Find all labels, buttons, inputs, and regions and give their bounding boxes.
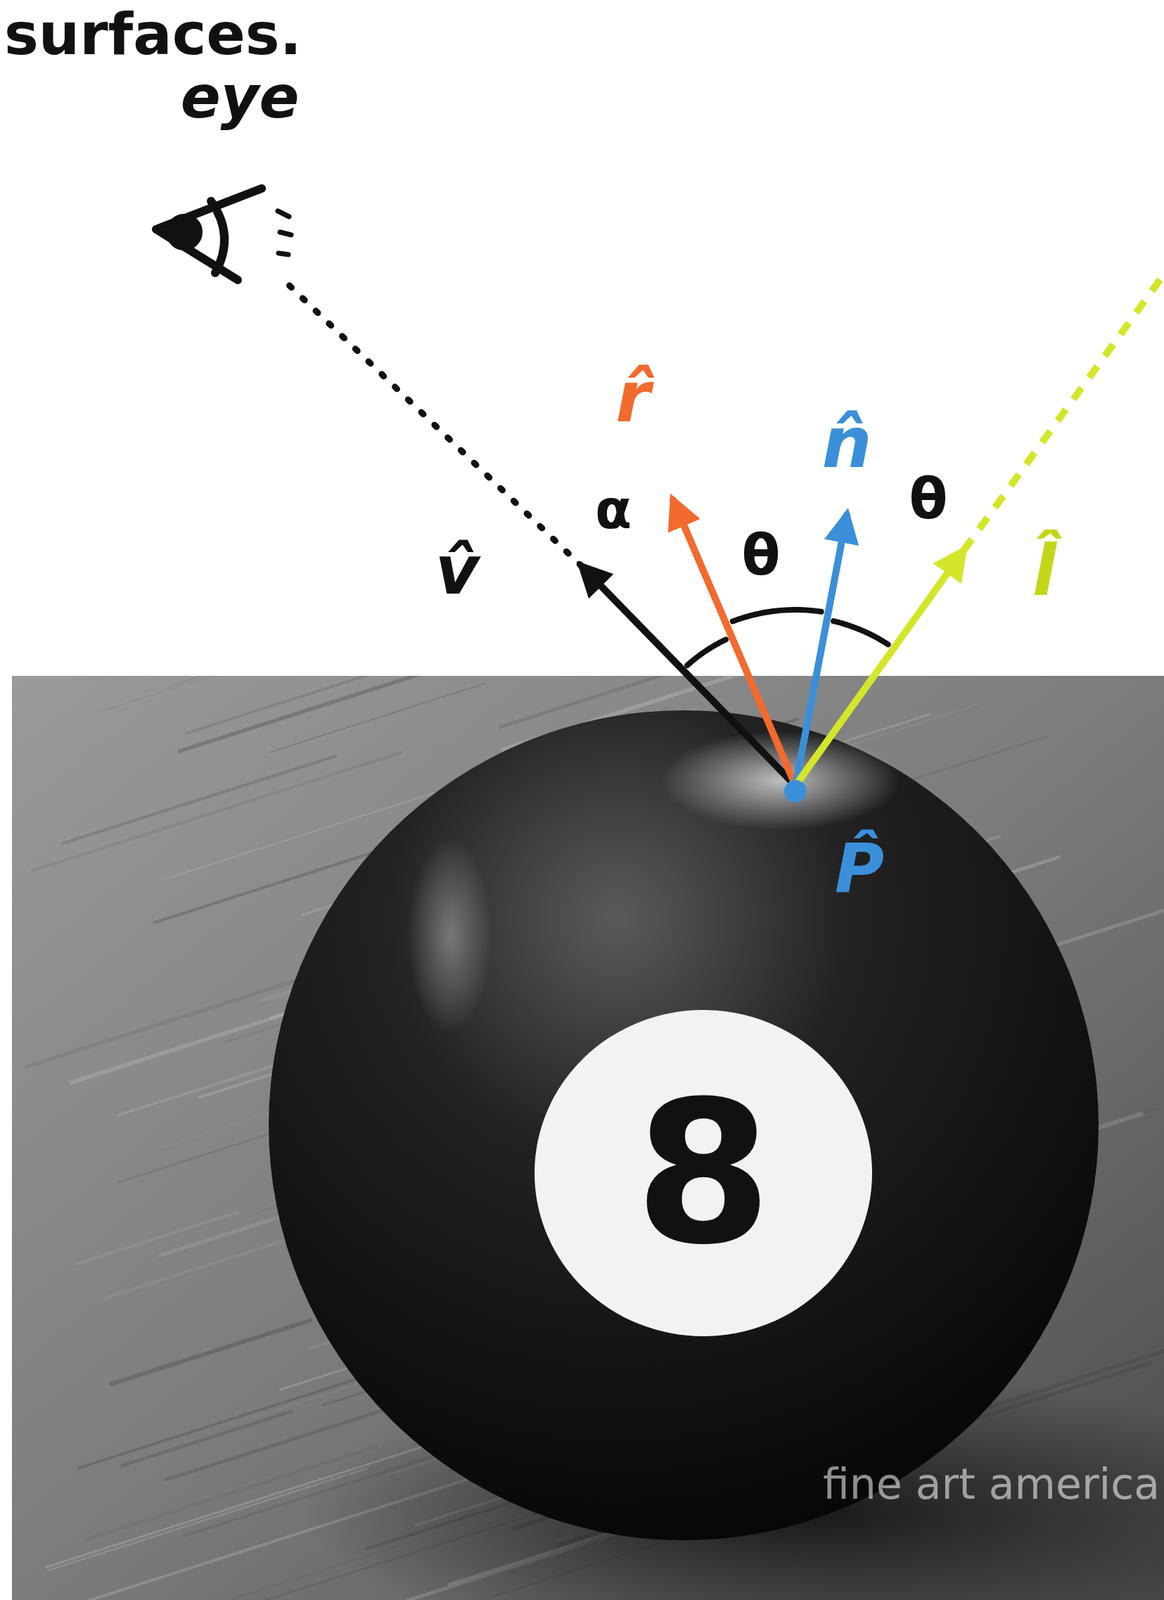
grain-line (120, 1410, 294, 1467)
reflect-vector (673, 500, 796, 786)
vectors (281, 274, 1164, 803)
angle-arc (732, 609, 822, 622)
vector-label: r̂ (615, 358, 650, 437)
eye-lid (210, 201, 225, 273)
wood-grain (25, 675, 1164, 1600)
light-line (963, 274, 1164, 551)
angle-label: θ (909, 468, 949, 531)
eye-outline (156, 188, 262, 280)
sight-line (281, 277, 582, 567)
ball (268, 710, 1099, 1541)
vector-label: v̂ (435, 533, 480, 609)
ball-number: 8 (635, 1064, 773, 1282)
lashes (277, 210, 292, 255)
grain-line (269, 682, 486, 752)
light-vector (795, 550, 964, 786)
pupil (170, 218, 199, 247)
surface-point (784, 779, 807, 803)
highlight (407, 836, 493, 1034)
heading: surfaces. (4, 2, 302, 67)
watermark: fine art america (822, 1460, 1160, 1508)
vector-label: l̂ (1032, 532, 1057, 610)
photo (11, 558, 1164, 1600)
eye-label: eye (180, 64, 300, 130)
grain-line (61, 756, 337, 844)
grain-line (109, 1320, 313, 1385)
vector-label: n̂ (821, 404, 872, 482)
angle-label: θ (742, 524, 781, 587)
angle-arc (687, 639, 726, 666)
table-surface (11, 675, 1164, 1600)
view-vector (581, 566, 796, 786)
number-disc (534, 1009, 873, 1337)
angle-label: α (595, 480, 632, 540)
grain-line (75, 1211, 239, 1264)
grain-line (97, 675, 278, 713)
grain-line (30, 751, 404, 871)
angle-arc (833, 621, 889, 645)
point-label: P̂ (834, 832, 885, 907)
eye-symbol (156, 188, 292, 280)
